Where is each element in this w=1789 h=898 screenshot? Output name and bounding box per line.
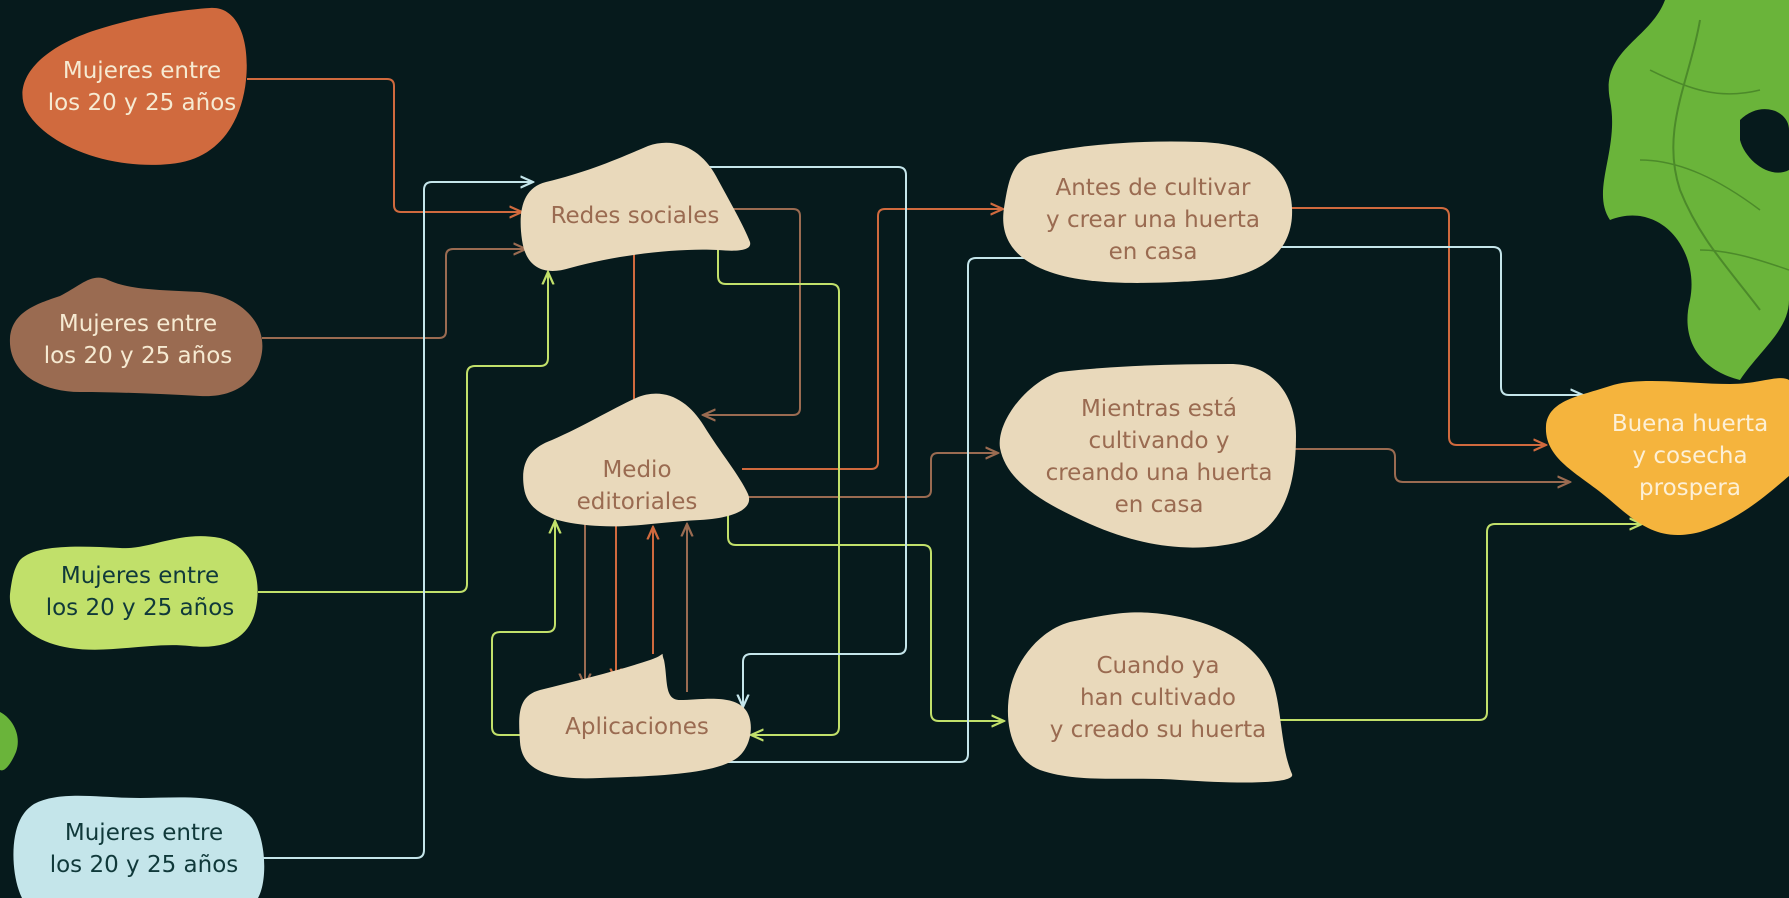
goal-label: Buena huerta y cosecha prospera — [1611, 411, 1769, 501]
stage-label-cuando: Cuando ya han cultivado y creado su huer… — [1049, 653, 1267, 743]
channel-label-aplicaciones: Aplicaciones — [565, 714, 709, 740]
channel-blob-medio-editoriales — [523, 393, 750, 527]
stage-blob-antes — [1003, 141, 1293, 283]
audience-label-lime: Mujeres entre los 20 y 25 años — [45, 563, 235, 621]
stage-blob-cuando — [1007, 612, 1293, 783]
audience-blob-blue — [13, 795, 265, 898]
blue-connectors — [262, 166, 1583, 859]
lime-connectors — [258, 246, 1642, 735]
audience-label-brown: Mujeres entre los 20 y 25 años — [43, 311, 233, 369]
channel-label-medio-editoriales: Medio editoriales — [576, 457, 698, 515]
audience-label-blue: Mujeres entre los 20 y 25 años — [49, 820, 239, 878]
orange-connectors — [247, 78, 1546, 681]
audience-label-orange: Mujeres entre los 20 y 25 años — [47, 58, 237, 116]
channel-blob-redes-sociales — [520, 142, 751, 271]
channel-label-redes-sociales: Redes sociales — [550, 203, 720, 229]
stage-label-mientras: Mientras está cultivando y creando una h… — [1045, 396, 1273, 518]
audience-blob-brown — [9, 277, 263, 397]
leaf-decoration-right — [1602, 0, 1789, 380]
audience-blob-lime — [9, 536, 258, 650]
node-shapes — [9, 7, 1789, 898]
stage-label-antes: Antes de cultivar y crear una huerta en … — [1046, 175, 1260, 265]
goal-blob — [1545, 378, 1789, 536]
brown-connectors — [262, 208, 1570, 692]
stage-blob-mientras — [999, 364, 1296, 548]
audience-blob-orange — [22, 7, 247, 165]
channel-blob-aplicaciones — [519, 653, 751, 779]
leaf-decoration-left — [0, 712, 18, 771]
